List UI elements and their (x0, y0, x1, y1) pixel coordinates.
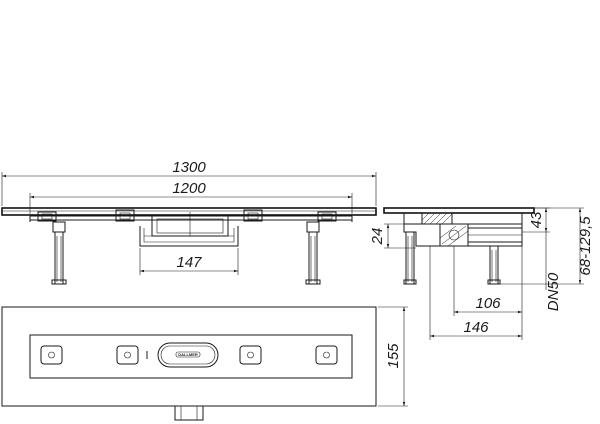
dim-label-1300: 1300 (172, 159, 206, 176)
dim-label-1200: 1200 (172, 180, 206, 197)
fixing-pad-1 (40, 345, 63, 365)
foot-left (51, 221, 67, 285)
dim-label-147: 147 (176, 254, 202, 271)
bracket-right-outer (317, 211, 337, 222)
fixing-pad-2 (116, 345, 139, 365)
dimension-grate-depth: 43 (522, 207, 550, 233)
drain-body (139, 212, 239, 247)
plan-inner-frame (29, 334, 353, 379)
dimension-body-depth: 146 (429, 246, 522, 340)
dim-label-68-129-5: 68-129,5 (577, 216, 594, 276)
dimension-outlet-height: 68-129,5 (500, 207, 594, 285)
top-plate (1, 207, 377, 216)
outlet-pipe (467, 227, 523, 243)
water-trap (439, 223, 469, 247)
dimension-outlet-offset: 106 (453, 246, 523, 340)
section-foot-right (487, 245, 501, 285)
bracket-left-outer (37, 211, 57, 222)
dimension-channel-length: 1200 (29, 180, 353, 214)
bracket-right-inner (243, 209, 263, 222)
foot-right (305, 221, 321, 285)
side-section-view: 24 43 DN50 68-129,5 106 (369, 207, 594, 340)
front-elevation-view: 1300 1200 147 (1, 159, 377, 285)
plan-view: DALLMER 155 (1, 306, 408, 421)
fixing-pad-3 (239, 345, 262, 365)
dimension-outlet-size: DN50 (545, 232, 562, 311)
bracket-left-inner (115, 209, 135, 222)
section-foot-left (403, 231, 417, 285)
dimension-flange-height: 24 (369, 223, 416, 249)
plan-outlet-stub (174, 405, 204, 421)
dim-label-106: 106 (475, 295, 501, 312)
dim-label-146: 146 (463, 319, 489, 336)
dimension-plan-width: 155 (378, 306, 408, 407)
dim-label-43: 43 (528, 211, 545, 228)
grate-section-hatched (421, 212, 453, 225)
dim-label-dn50: DN50 (545, 272, 562, 311)
dim-label-155: 155 (385, 343, 402, 369)
dimension-drain-width: 147 (139, 248, 239, 275)
fixing-pad-4 (315, 345, 338, 365)
dimension-overall-length: 1300 (1, 159, 377, 206)
dim-label-24: 24 (369, 228, 386, 246)
grate-logo: DALLMER (178, 352, 198, 357)
drain-grate-oval: DALLMER (157, 342, 219, 368)
